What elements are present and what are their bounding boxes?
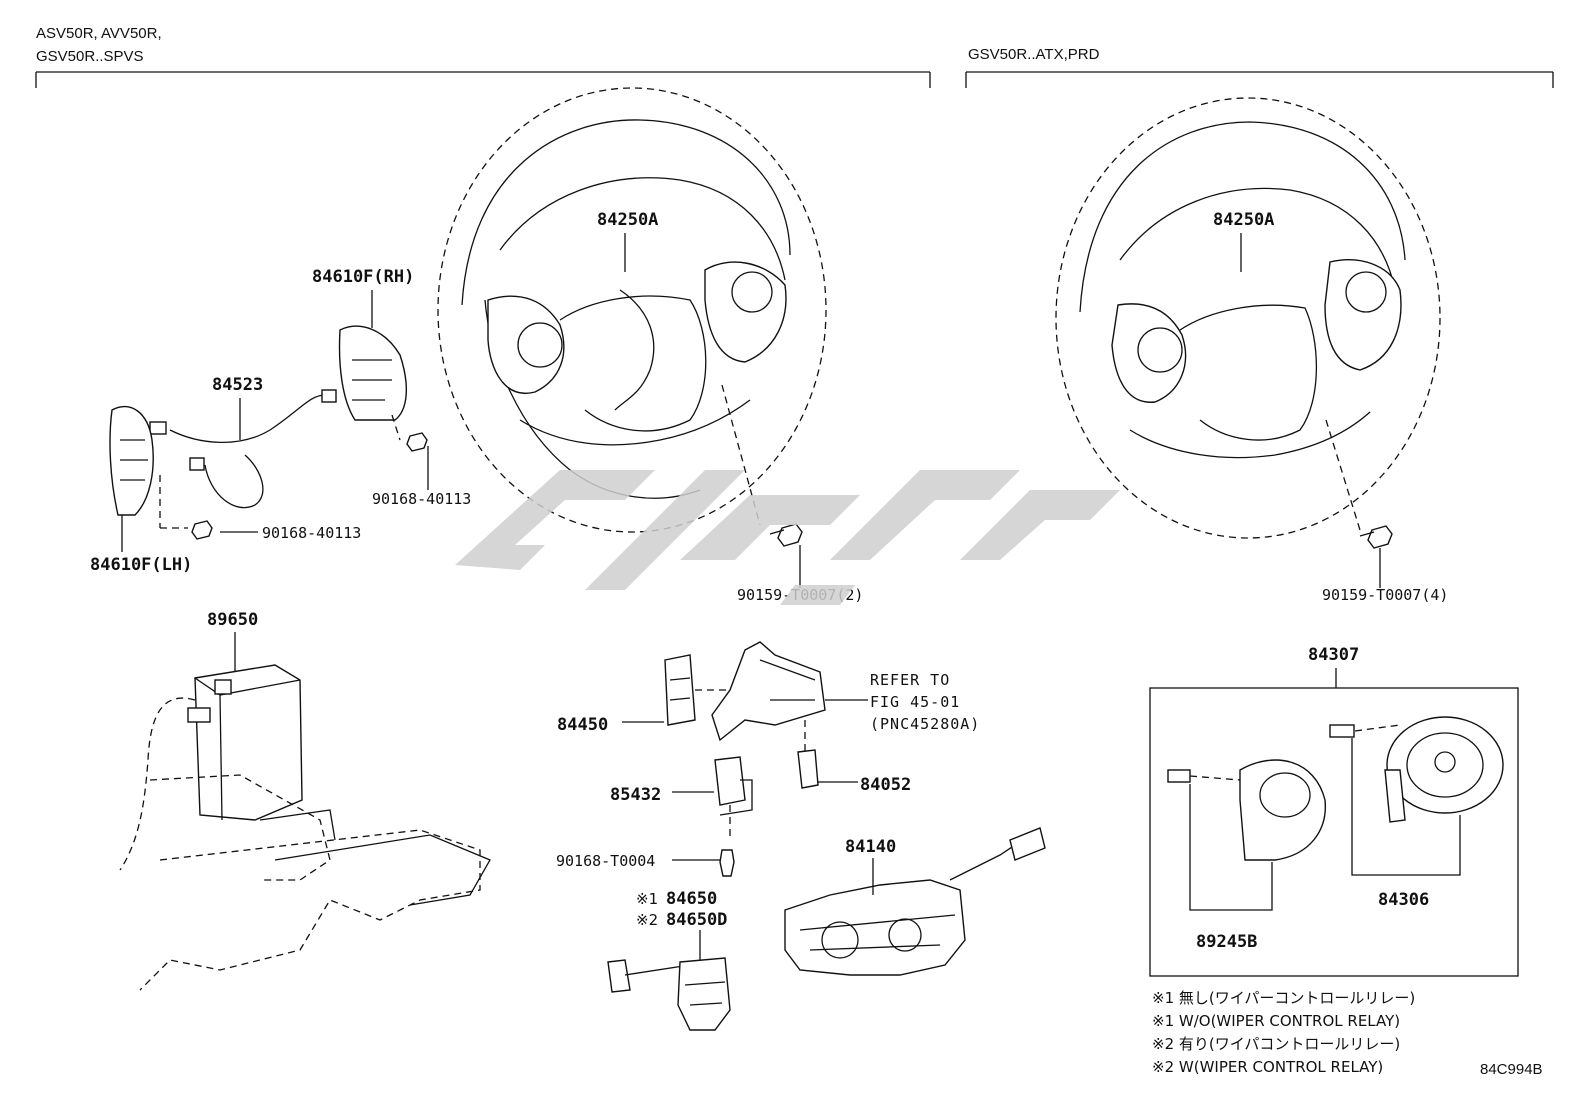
diagram-code: 84C994B [1480,1061,1543,1078]
header-left-line2: GSV50R..SPVS [36,48,144,65]
screw-icon [1325,419,1393,588]
label-84650: 84650 [666,889,717,909]
leader-89245b [1189,784,1273,911]
label-90168-40113-lh: 90168-40113 [262,524,361,542]
switch-lh [109,405,213,540]
steering-wheel-left [437,87,827,533]
note-2-jp: ※2 有り(ワイパコントロールリレー) [1152,1035,1400,1053]
label-84610f-lh: 84610F(LH) [90,555,192,575]
label-84250a-right: 84250A [1213,210,1274,230]
steering-sensor-89245b [1167,759,1326,861]
leader-84306 [1351,738,1461,876]
header-left-line1: ASV50R, AVV50R, [36,25,162,42]
note-1-en: ※1 W/O(WIPER CONTROL RELAY) [1152,1012,1400,1030]
label-84523: 84523 [212,375,263,395]
spiral-assy-box [1149,687,1519,977]
refer-line2: FIG 45-01 [870,693,960,711]
screw-icon [719,849,735,877]
switch-rh [338,325,428,452]
label-84650d: 84650D [666,910,727,930]
label-84052: 84052 [860,775,911,795]
note-2-en: ※2 W(WIPER CONTROL RELAY) [1152,1058,1383,1076]
label-84250a-left: 84250A [597,210,658,230]
watermark-logo [455,470,1120,605]
combo-switch-84140 [784,827,1046,976]
ecu-89650 [119,664,491,991]
label-84610f-rh: 84610F(RH) [312,267,414,287]
switch-85432 [714,756,753,840]
bracket-84450 [664,654,730,726]
wiper-switch-84650 [607,957,731,1031]
wiper-mark1: ※1 [636,890,658,908]
header-bracket-right [965,71,1554,88]
lock-housing [711,641,868,742]
label-84450: 84450 [557,715,608,735]
label-84140: 84140 [845,837,896,857]
steering-wheel-right [1055,97,1441,539]
label-89650: 89650 [207,610,258,630]
refer-line3: (PNC45280A) [870,715,980,733]
refer-line1: REFER TO [870,671,950,689]
label-90159-t0007-4: 90159-T0007(4) [1322,586,1448,604]
sensor-84052 [797,720,819,789]
header-right: GSV50R..ATX,PRD [968,46,1100,63]
note-1-jp: ※1 無し(ワイパーコントロールリレー) [1152,989,1415,1007]
wire-harness [149,389,337,509]
label-90168-t0004: 90168-T0004 [556,852,655,870]
label-85432: 85432 [610,785,661,805]
wiper-mark2: ※2 [636,911,658,929]
label-84306: 84306 [1378,890,1429,910]
label-89245b: 89245B [1196,932,1257,952]
label-90168-40113-rh: 90168-40113 [372,490,471,508]
spiral-cable-84306 [1329,716,1504,823]
label-84307: 84307 [1308,645,1359,665]
header-bracket-left [35,71,931,88]
